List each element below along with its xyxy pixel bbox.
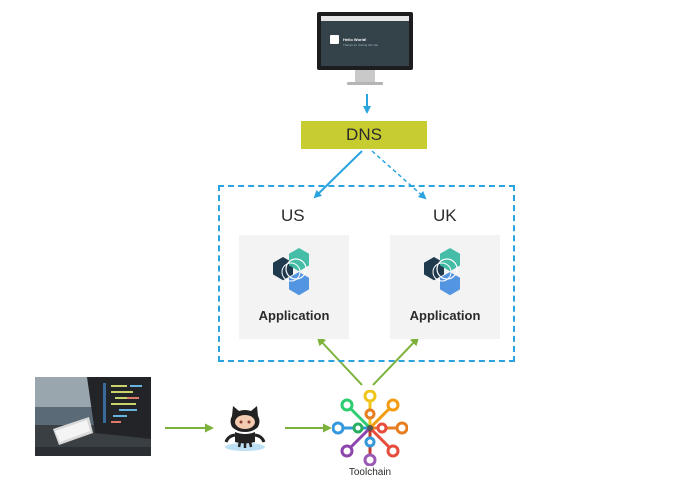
browser-bar [321,16,409,21]
toolchain-wheel-icon [332,390,408,466]
laptop-photo [35,377,151,456]
region-label-uk: UK [433,206,457,225]
region-label-us: US [281,206,305,225]
toolchain-label: Toolchain [348,467,392,478]
arrow-dns-to-uk [371,150,427,200]
site-logo-icon [330,35,339,44]
arrow-dns-to-us [313,150,363,199]
monitor-stand [355,70,375,82]
hexagon-cluster-icon [424,248,460,296]
hexagon-cluster-icon [273,248,309,296]
monitor-screen: Hello World! Thanks for visiting this si… [317,12,413,70]
application-label-us: Application [258,308,330,323]
monitor-base [347,82,383,85]
webpage-headline: Hello World! [343,37,367,42]
application-card-uk: Application [390,235,500,339]
octocat-icon [224,406,266,451]
webpage-subline: Thanks for visiting this site [343,43,379,47]
dns-box: DNS [301,121,427,149]
application-label-uk: Application [409,308,481,323]
webpage-preview: Hello World! Thanks for visiting this si… [321,16,409,66]
desktop-monitor-icon: Hello World! Thanks for visiting this si… [315,10,415,90]
application-card-us: Application [239,235,349,339]
dns-label: DNS [346,125,382,144]
deployment-region-boundary [218,185,515,362]
